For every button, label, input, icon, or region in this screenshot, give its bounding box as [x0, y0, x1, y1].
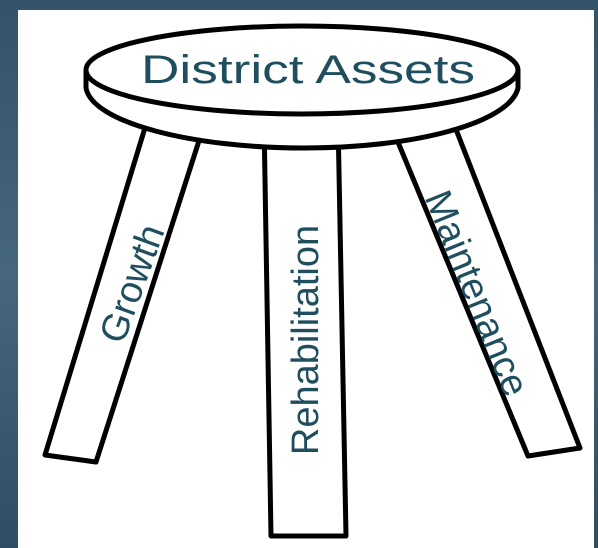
seat-label: District Assets: [141, 48, 475, 92]
stool-seat-top: [83, 23, 521, 117]
leg-label-rehabilitation: Rehabilitation: [285, 225, 327, 455]
